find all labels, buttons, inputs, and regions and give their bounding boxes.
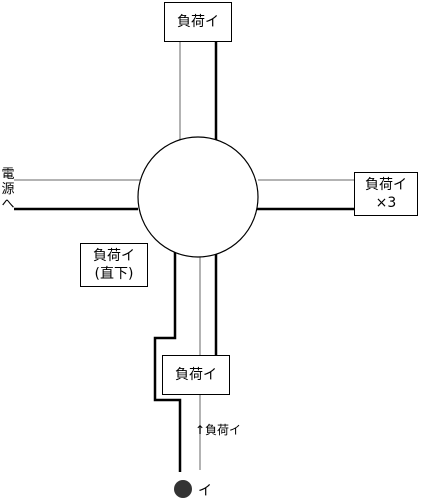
- load-box-lower-left: 負荷イ (直下): [80, 243, 148, 287]
- load-box-bottom-label: 負荷イ: [175, 367, 217, 383]
- load-box-lower-left-note: (直下): [94, 266, 134, 282]
- black-wire-bypass: [153, 250, 182, 472]
- load-box-right: 負荷イ ×3: [354, 172, 418, 216]
- load-box-right-count: ×3: [375, 195, 397, 211]
- gray-wires: [14, 40, 354, 470]
- power-source-label: 電 源 へ: [0, 167, 16, 212]
- load-box-lower-left-label: 負荷イ: [93, 248, 135, 264]
- terminal-dot: [174, 480, 192, 498]
- load-box-right-label: 負荷イ: [365, 177, 407, 193]
- power-source-char-2: 源: [1, 182, 15, 197]
- load-box-bottom: 負荷イ: [162, 355, 230, 395]
- load-box-top: 負荷イ: [164, 2, 232, 42]
- arrow-note-label: ↑負荷イ: [195, 423, 242, 437]
- power-source-char-1: 電: [1, 167, 15, 182]
- load-box-top-label: 負荷イ: [177, 14, 219, 30]
- terminal-label: イ: [198, 483, 212, 499]
- junction-box-circle: [137, 136, 259, 258]
- power-source-char-3: へ: [1, 197, 15, 212]
- black-wires: [14, 40, 354, 472]
